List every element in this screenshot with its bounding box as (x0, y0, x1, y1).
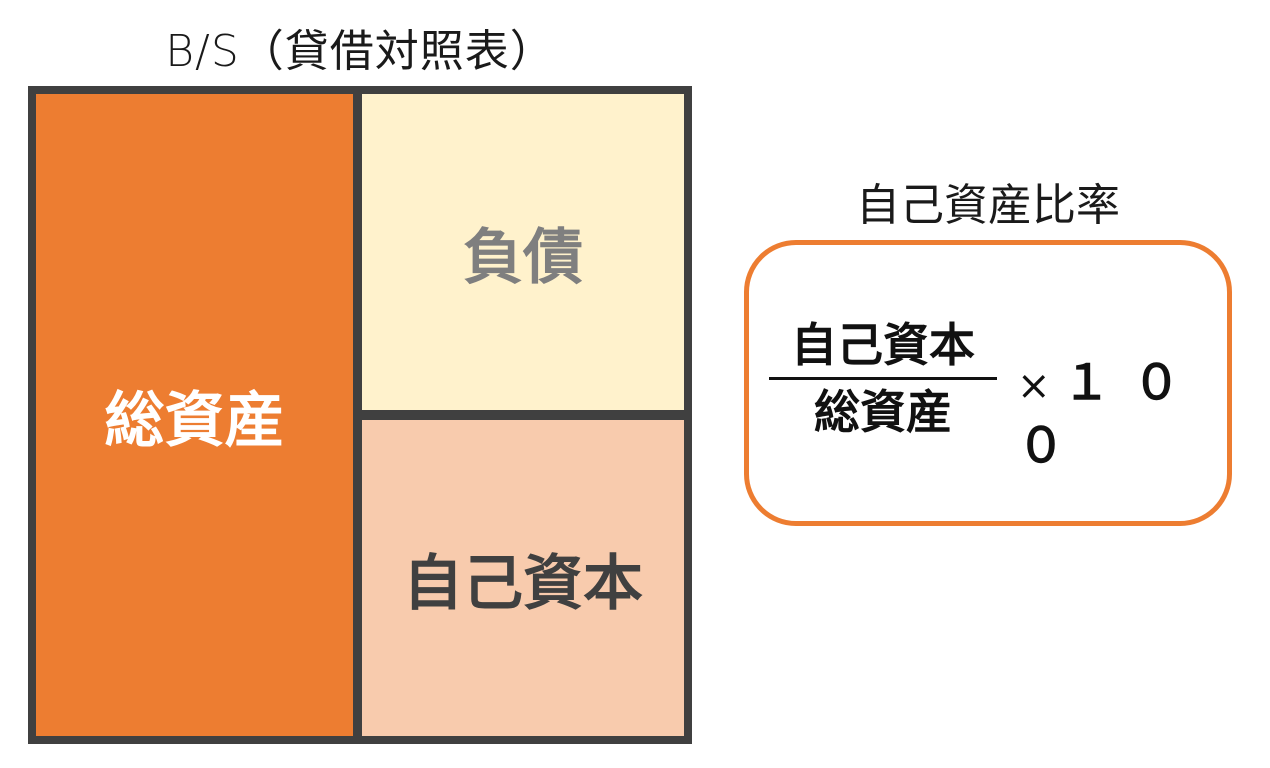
fraction-line (769, 377, 997, 380)
formula-denominator: 総資産 (814, 385, 952, 439)
formula-fraction: 自己資本 総資産 (769, 315, 997, 442)
balance-sheet-diagram: 総資産 負債 自己資本 (28, 86, 692, 744)
equity-label: 自己資本 (403, 548, 643, 619)
multiplier-value: １００ (1017, 355, 1203, 474)
times-symbol: × (1017, 363, 1051, 409)
equity-block: 自己資本 (362, 420, 684, 736)
total-assets-block: 総資産 (36, 94, 353, 736)
equity-ratio-formula-box: 自己資本 総資産 ×１００ (744, 240, 1232, 526)
equity-ratio-title: 自己資産比率 (856, 180, 1120, 231)
formula-numerator: 自己資本 (791, 318, 975, 372)
balance-sheet-title: B/S（貸借対照表） (165, 26, 555, 77)
formula-multiplier: ×１００ (1017, 353, 1227, 476)
liabilities-block: 負債 (362, 94, 684, 410)
liabilities-label: 負債 (463, 222, 583, 293)
total-assets-label: 総資産 (104, 385, 285, 456)
